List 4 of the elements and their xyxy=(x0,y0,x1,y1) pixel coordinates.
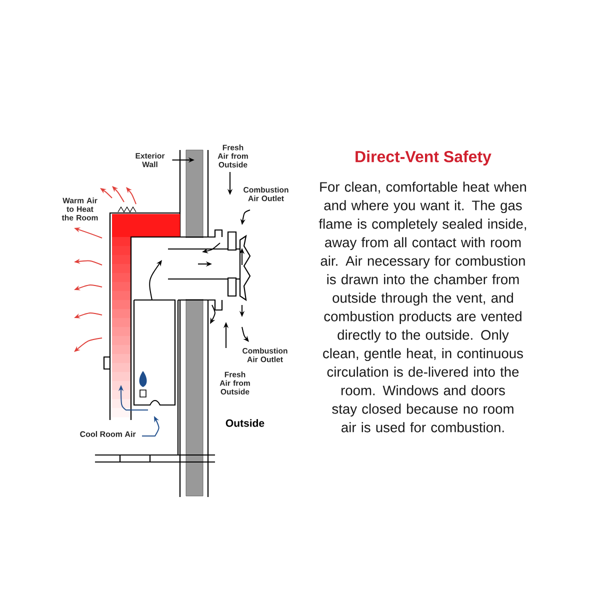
description-paragraph: For clean, comfortable heat when and where you want it. The gas flame is completely sealed inside, away from all contact with room air. Air necessary for combustion is drawn into the chamber from outside through the vent, and combustion products are vented directly to the outside. Only clean, gentle heat, in continuous circulation is de-livered into the room. Windows and doors stay closed because no room air is used for combustion. xyxy=(318,182,526,432)
callout-label: Cool Room Air xyxy=(80,431,136,437)
region-label: Outside xyxy=(226,419,264,427)
title: Direct-Vent Safety xyxy=(356,150,492,166)
